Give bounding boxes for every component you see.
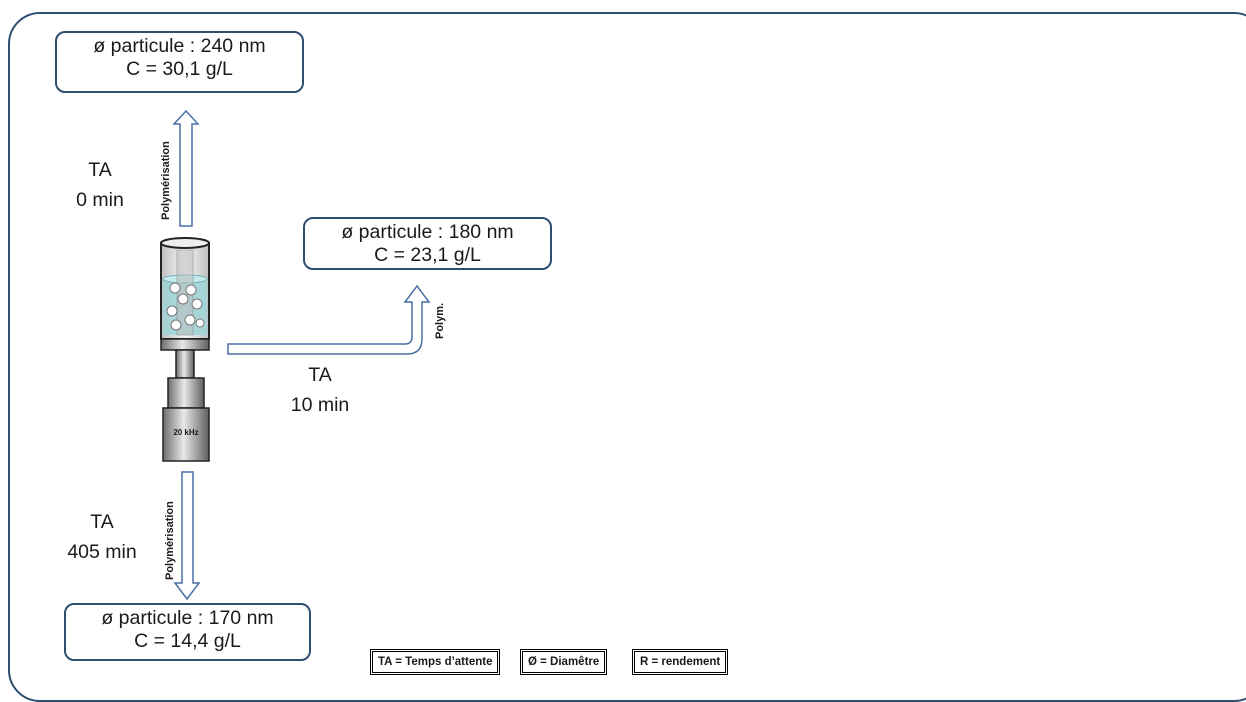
- result-box-middle-concentration: C = 23,1 g/L: [374, 244, 481, 266]
- result-box-middle: ø particule : 180 nm C = 23,1 g/L: [303, 217, 552, 270]
- result-box-top-concentration: C = 30,1 g/L: [126, 58, 233, 80]
- legend-ta: TA = Temps d’attente: [369, 649, 501, 675]
- result-box-bottom-concentration: C = 14,4 g/L: [134, 630, 241, 652]
- result-box-top: ø particule : 240 nm C = 30,1 g/L: [55, 31, 304, 93]
- polym-label-right: Polym.: [434, 302, 446, 339]
- legend-yield: R = rendement: [631, 649, 729, 675]
- result-box-middle-diameter: ø particule : 180 nm: [341, 221, 514, 243]
- waiting-time-bottom-value: 405 min: [67, 541, 137, 563]
- waiting-time-middle: TA 10 min: [275, 360, 365, 420]
- polymerisation-label-up: Polymérisation: [160, 141, 172, 220]
- legend-diameter: Ø = Diamêtre: [519, 649, 608, 675]
- arrow-right-polym: [227, 284, 431, 355]
- result-box-bottom-diameter: ø particule : 170 nm: [101, 607, 274, 629]
- waiting-time-bottom-label: TA: [90, 511, 114, 533]
- arrow-down-polymerisation: [173, 471, 201, 601]
- waiting-time-top-label: TA: [88, 159, 112, 181]
- waiting-time-top: TA 0 min: [60, 155, 140, 215]
- result-box-top-diameter: ø particule : 240 nm: [93, 35, 266, 57]
- arrow-up-polymerisation: [172, 109, 200, 227]
- waiting-time-middle-value: 10 min: [290, 394, 350, 416]
- sonicator-device: [160, 237, 210, 462]
- result-box-bottom: ø particule : 170 nm C = 14,4 g/L: [64, 603, 311, 661]
- waiting-time-middle-label: TA: [308, 364, 332, 386]
- diagram-graphics: [160, 109, 431, 601]
- waiting-time-top-value: 0 min: [76, 189, 124, 211]
- device-frequency-label: 20 kHz: [173, 428, 199, 437]
- waiting-time-bottom: TA 405 min: [52, 507, 152, 567]
- polymerisation-label-down: Polymérisation: [164, 501, 176, 580]
